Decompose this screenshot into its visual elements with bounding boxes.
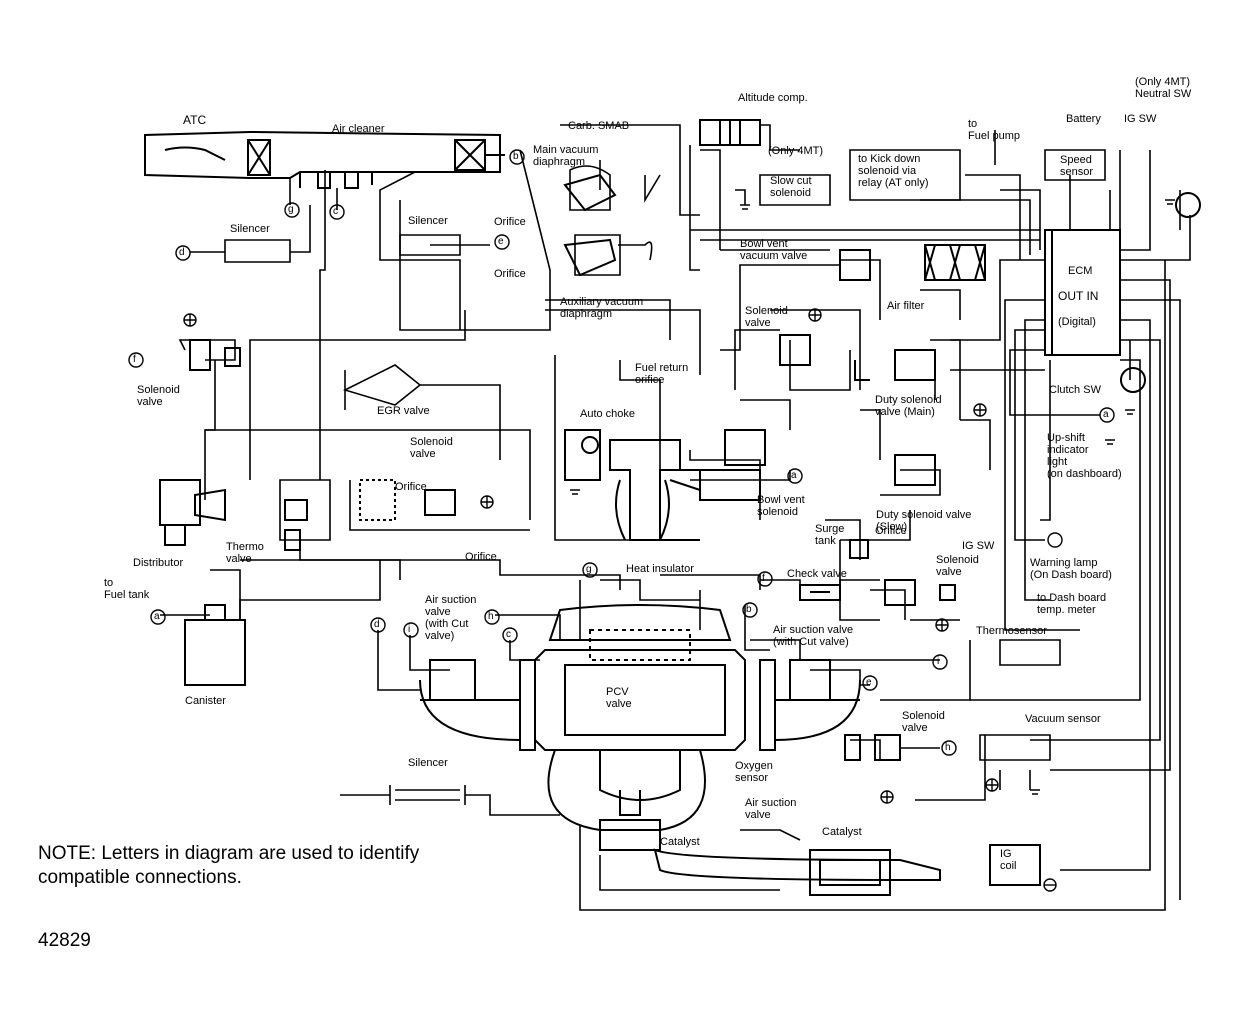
label-fuel-return: Fuel return orifice xyxy=(635,362,689,386)
connector-c-1: c xyxy=(333,206,338,217)
label-solenoid-valve-left: Solenoid valve xyxy=(137,384,180,408)
label-pcv-valve: PCV valve xyxy=(606,686,632,710)
label-heat-insulator: Heat insulator xyxy=(626,563,694,575)
connector-c-2: c xyxy=(506,629,511,640)
connector-i-2: i xyxy=(937,656,940,667)
label-surge-tank: Surge tank xyxy=(815,523,845,547)
air-cleaner-assembly xyxy=(144,130,505,189)
label-auto-choke: Auto choke xyxy=(580,408,636,420)
label-main-vacuum-diaphragm: Main vacuum diaphragm xyxy=(533,144,599,168)
label-orifice-top: Orifice xyxy=(494,216,526,228)
connector-a-3: a xyxy=(1103,409,1109,420)
label-solenoid-valve-check: Solenoid valve xyxy=(936,554,979,578)
ground-symbols xyxy=(183,199,1175,892)
label-bowl-vent-vacuum: Bowl vent vacuum valve xyxy=(740,238,808,262)
label-oxygen-sensor: Oxygen sensor xyxy=(735,760,773,784)
label-air-suction-cat: Air suction valve xyxy=(745,797,797,821)
connector-markers xyxy=(128,149,1115,756)
label-carb-smab: Carb. SMAB xyxy=(568,120,630,132)
label-catalyst-left: Catalyst xyxy=(660,836,700,848)
label-slow-cut-solenoid: Slow cut solenoid xyxy=(770,175,812,199)
label-ecm: ECM xyxy=(1068,265,1093,277)
distributor xyxy=(159,479,226,546)
canister xyxy=(184,619,246,686)
label-thermosensor: Thermosensor xyxy=(976,625,1047,637)
label-warning-lamp: Warning lamp (On Dash board) xyxy=(1030,557,1112,581)
connector-a-2: a xyxy=(791,470,797,481)
connector-g-1: g xyxy=(288,204,294,215)
connector-h-2: h xyxy=(945,742,951,753)
label-silencer-mid: Silencer xyxy=(408,215,448,227)
label-speed-sensor: Speed sensor xyxy=(1060,154,1094,178)
label-only-4mt: (Only 4MT) xyxy=(768,145,823,157)
connector-h-1: h xyxy=(488,611,494,622)
label-atc: ATC xyxy=(183,113,207,127)
connector-e-2: e xyxy=(866,677,872,688)
label-orifice-surge: Orifice xyxy=(875,525,907,537)
label-solenoid-valve-mid: Solenoid valve xyxy=(745,305,788,329)
label-battery: Battery xyxy=(1066,113,1101,125)
connector-f-1: f xyxy=(133,354,136,365)
engine-block xyxy=(419,604,941,896)
figure-number: 42829 xyxy=(38,930,91,951)
label-catalyst-right: Catalyst xyxy=(822,826,862,838)
label-orifice-line: Orifice xyxy=(465,551,497,563)
label-solenoid-valve-low: Solenoid valve xyxy=(902,710,945,734)
label-dash-temp: to Dash board temp. meter xyxy=(1037,592,1107,616)
label-ig-sw-mid: IG SW xyxy=(962,540,995,552)
connector-e-1: e xyxy=(498,236,504,247)
label-orifice-egr: Orifice xyxy=(395,481,427,493)
label-air-suction-right: Air suction valve (with Cut valve) xyxy=(773,624,854,648)
valves xyxy=(189,119,1201,886)
connector-b-1: b xyxy=(513,151,519,162)
label-silencer-low: Silencer xyxy=(408,757,448,769)
label-check-valve: Check valve xyxy=(787,568,847,580)
label-ig-sw-top: IG SW xyxy=(1124,113,1157,125)
label-to-fuel-tank: to Fuel tank xyxy=(104,577,150,601)
label-ig-coil: IG coil xyxy=(1000,848,1017,872)
connector-b-2: b xyxy=(746,604,752,615)
label-thermo-valve: Thermo valve xyxy=(226,541,264,565)
vacuum-lines xyxy=(160,124,1191,911)
label-upshift: Up-shift indicator light (on dashboard) xyxy=(1047,432,1122,480)
label-air-filter: Air filter xyxy=(887,300,925,312)
connector-i-1: i xyxy=(408,624,411,635)
label-auxiliary-vacuum: Auxiliary vacuum diaphragm xyxy=(560,296,644,320)
label-vacuum-sensor: Vacuum sensor xyxy=(1025,713,1101,725)
label-out-in: OUT IN xyxy=(1058,289,1099,303)
label-duty-slow: Duty solenoid valve (Slow) xyxy=(876,509,972,533)
label-solenoid-valve-egr: Solenoid valve xyxy=(410,436,453,460)
label-clutch-sw: Clutch SW xyxy=(1049,384,1101,396)
carburetor xyxy=(564,429,766,541)
label-distributor: Distributor xyxy=(133,557,184,569)
label-to-fuel-pump: to Fuel pump xyxy=(968,118,1020,142)
connector-d-2: d xyxy=(374,619,380,630)
label-egr-valve: EGR valve xyxy=(377,405,430,417)
connector-f-2: f xyxy=(762,573,765,584)
label-orifice-2: Orifice xyxy=(494,268,526,280)
label-altitude-comp: Altitude comp. xyxy=(738,92,808,104)
label-neutral-sw: (Only 4MT) Neutral SW xyxy=(1135,76,1192,100)
label-kick-down: to Kick down solenoid via relay (AT only… xyxy=(858,153,929,189)
ecm-box xyxy=(1044,229,1121,356)
label-air-suction-left: Air suction valve (with Cut valve) xyxy=(425,594,477,642)
label-digital: (Digital) xyxy=(1058,316,1096,328)
connector-a-1: a xyxy=(154,611,160,622)
label-canister: Canister xyxy=(185,695,226,707)
connector-g-2: g xyxy=(586,564,592,575)
note-text: NOTE: Letters in diagram are used to ide… xyxy=(38,843,420,888)
label-silencer-left: Silencer xyxy=(230,223,270,235)
label-bowl-vent-solenoid: Bowl vent solenoid xyxy=(757,494,805,518)
connector-d-1: d xyxy=(179,247,185,258)
label-duty-main: Duty solenoid valve (Main) xyxy=(875,394,942,418)
label-air-cleaner: Air cleaner xyxy=(332,123,385,135)
